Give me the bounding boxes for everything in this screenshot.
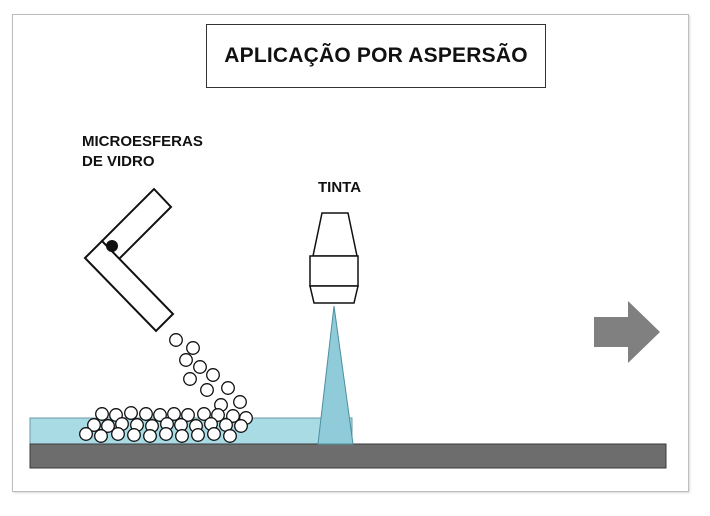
glass-bead <box>87 418 101 432</box>
glass-bead <box>221 381 235 395</box>
glass-bead <box>79 427 93 441</box>
glass-bead <box>207 427 221 441</box>
glass-bead <box>197 407 211 421</box>
spray-gun-top <box>312 212 358 257</box>
diagram-title: APLICAÇÃO POR ASPERSÃO <box>224 44 528 67</box>
glass-bead <box>226 409 240 423</box>
spray-gun <box>309 212 359 304</box>
title-box: APLICAÇÃO POR ASPERSÃO <box>206 24 546 88</box>
glass-bead <box>186 341 200 355</box>
microspheres-label: MICROESFERAS DE VIDRO <box>82 132 203 172</box>
microspheres-label-line2: DE VIDRO <box>82 153 155 170</box>
glass-bead <box>167 407 181 421</box>
glass-bead <box>179 353 193 367</box>
dispenser-pivot <box>106 240 118 252</box>
microspheres-label-line1: MICROESFERAS <box>82 133 203 150</box>
glass-bead <box>193 360 207 374</box>
glass-bead <box>127 428 141 442</box>
glass-bead <box>223 429 237 443</box>
glass-bead <box>200 383 214 397</box>
bead-dispenser <box>83 187 175 333</box>
glass-bead <box>139 407 153 421</box>
paint-label: TINTA <box>318 179 362 196</box>
glass-bead <box>111 427 125 441</box>
glass-bead <box>234 419 248 433</box>
glass-bead <box>95 407 109 421</box>
glass-bead <box>143 429 157 443</box>
glass-bead <box>124 406 138 420</box>
glass-bead <box>233 395 247 409</box>
paint-spray-cone <box>317 305 354 445</box>
glass-bead <box>153 408 167 422</box>
glass-beads <box>79 333 253 443</box>
glass-bead <box>159 427 173 441</box>
glass-bead <box>94 429 108 443</box>
glass-bead <box>169 333 183 347</box>
glass-bead <box>206 368 220 382</box>
spray-gun-nozzle <box>309 285 359 304</box>
dispenser-lower-arm <box>83 239 175 333</box>
glass-bead <box>181 408 195 422</box>
right-arrow-icon <box>594 301 660 363</box>
glass-bead <box>183 372 197 386</box>
glass-bead <box>211 408 225 422</box>
glass-bead <box>101 419 115 433</box>
spray-gun-body <box>309 255 359 287</box>
glass-bead <box>175 429 189 443</box>
road-surface <box>29 443 667 469</box>
glass-bead <box>191 428 205 442</box>
